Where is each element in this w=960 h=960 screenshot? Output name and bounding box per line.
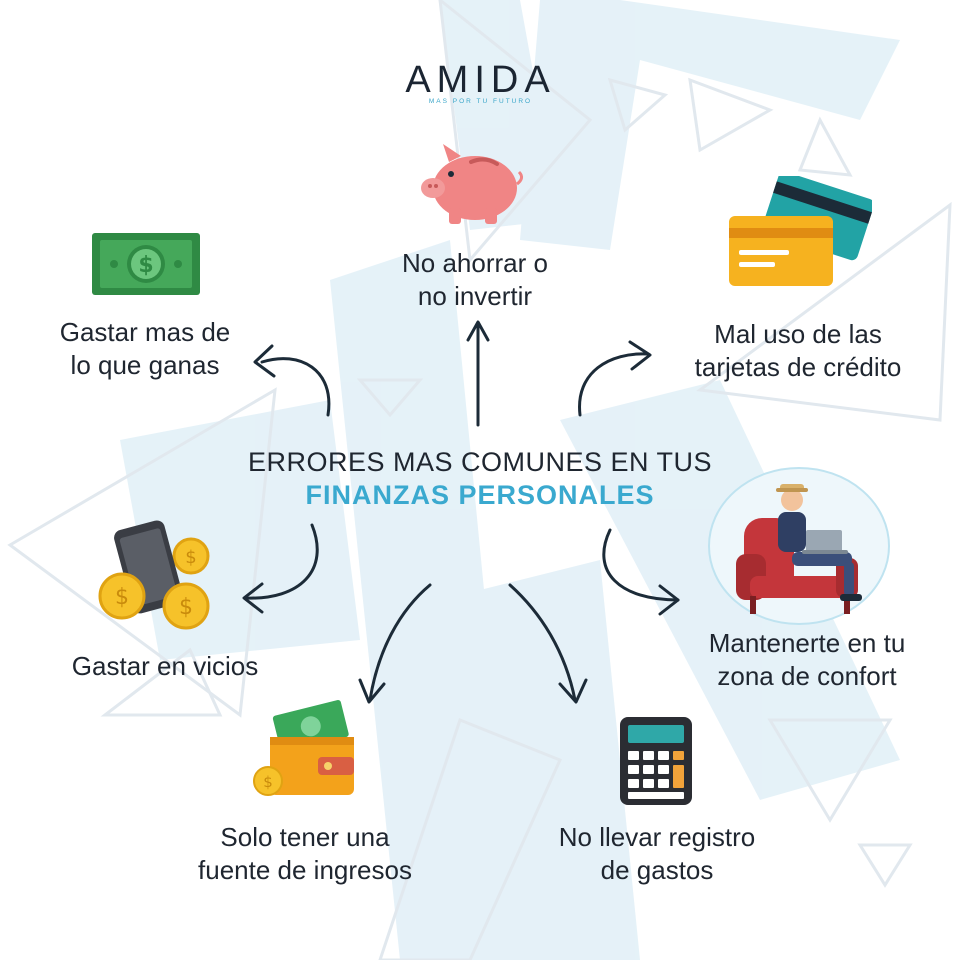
brand-name: AMIDA (405, 59, 556, 101)
brand-logo: AMIDA MAS POR TU FUTURO (398, 60, 563, 105)
item-label-vicios: Gastar en vicios (71, 651, 259, 681)
arrow-lower-right (602, 528, 680, 602)
arrow-upper-right (578, 352, 650, 417)
brand-tagline: MAS POR TU FUTURO (428, 98, 533, 105)
phone-coins-icon: $ $ $ (98, 520, 210, 630)
arrow-lower-left (244, 523, 319, 600)
center-title-line1: ERRORES MAS COMUNES EN TUS (247, 447, 713, 477)
arrow-upper-left (260, 357, 331, 417)
svg-text:$: $ (179, 595, 193, 620)
arrow-down-right (508, 583, 577, 702)
svg-text:$: $ (263, 773, 273, 791)
svg-text:$: $ (185, 547, 196, 568)
arrow-down-left (368, 583, 432, 702)
svg-text:$: $ (138, 253, 153, 278)
piggy-bank-icon (421, 144, 524, 224)
wallet-icon: $ (253, 700, 354, 796)
dollar-bill-icon: $ (92, 233, 200, 295)
credit-cards-icon (729, 176, 872, 286)
armchair-laptop-icon (708, 467, 890, 625)
calculator-icon (620, 717, 692, 805)
center-title-line2: FINANZAS PERSONALES (305, 480, 655, 510)
svg-text:$: $ (115, 585, 129, 610)
